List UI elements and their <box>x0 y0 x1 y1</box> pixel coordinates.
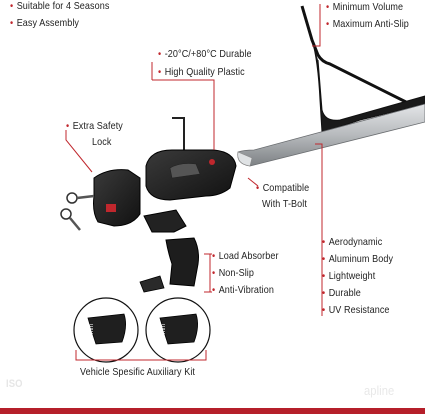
bullet-icon: • <box>256 182 260 194</box>
kit-label: Vehicle Spesific Auxiliary Kit <box>80 366 196 378</box>
feature-anti-vibration: •Anti-Vibration <box>212 284 274 296</box>
lock-foot <box>93 169 141 227</box>
feature-max-antislip: •Maximum Anti-Slip <box>326 18 409 30</box>
bullet-icon: • <box>322 270 326 282</box>
kit-pad-a <box>87 313 126 345</box>
bullet-icon: • <box>322 287 326 299</box>
bullet-icon: • <box>10 0 14 12</box>
kit-pad-b-label: XS mm <box>161 323 167 344</box>
rubber-strip <box>300 5 407 104</box>
bullet-icon: • <box>322 253 326 265</box>
feature-uv: •UV Resistance <box>322 304 390 316</box>
bullet-icon: • <box>322 236 326 248</box>
bullet-icon: • <box>326 18 330 30</box>
bullet-icon: • <box>66 120 70 132</box>
bullet-icon: • <box>326 1 330 13</box>
callout-lines <box>65 4 323 316</box>
kit-pad-a-label: XS mm <box>89 323 95 344</box>
feature-temperature: •-20°C/+80°C Durable <box>158 48 252 60</box>
iso-watermark: ISO <box>6 378 23 390</box>
keys-icon <box>60 192 95 231</box>
tbolt-label: With T-Bolt <box>262 198 307 210</box>
rubber-profile <box>311 39 425 133</box>
pad-dimension-label: 40 mm <box>148 250 157 272</box>
bullet-icon: • <box>10 17 14 29</box>
feature-aluminum: •Aluminum Body <box>322 253 394 265</box>
clamp-bracket <box>143 209 187 233</box>
absorber-base <box>139 275 165 293</box>
feature-durable: •Durable <box>322 287 361 299</box>
feature-load-absorber: •Load Absorber <box>212 250 279 262</box>
feature-aerodynamic: •Aerodynamic <box>322 236 383 248</box>
kit-pad-b <box>159 313 198 345</box>
allen-key-icon <box>172 117 185 156</box>
feature-easy-assembly: •Easy Assembly <box>10 17 80 29</box>
safety-lock-label: •Extra Safety <box>66 120 123 132</box>
kit-bracket <box>75 350 207 361</box>
bullet-icon: • <box>322 304 326 316</box>
brand-watermark: apline <box>364 383 395 398</box>
bullet-icon: • <box>212 250 216 262</box>
feature-non-slip: •Non-Slip <box>212 267 255 279</box>
feature-min-volume: •Minimum Volume <box>326 1 404 13</box>
bullet-icon: • <box>212 284 216 296</box>
footer-bar <box>0 408 425 414</box>
bullet-icon: • <box>158 48 162 60</box>
feature-plastic: •High Quality Plastic <box>158 66 245 78</box>
compatible-label: •Compatible <box>256 182 310 194</box>
bullet-icon: • <box>158 66 162 78</box>
feature-lightweight: •Lightweight <box>322 270 376 282</box>
bullet-icon: • <box>212 267 216 279</box>
roof-bar <box>237 103 425 167</box>
feature-seasons: •Suitable for 4 Seasons <box>10 0 110 12</box>
load-absorber-pad <box>165 237 199 287</box>
safety-lock-label-2: Lock <box>92 136 112 148</box>
